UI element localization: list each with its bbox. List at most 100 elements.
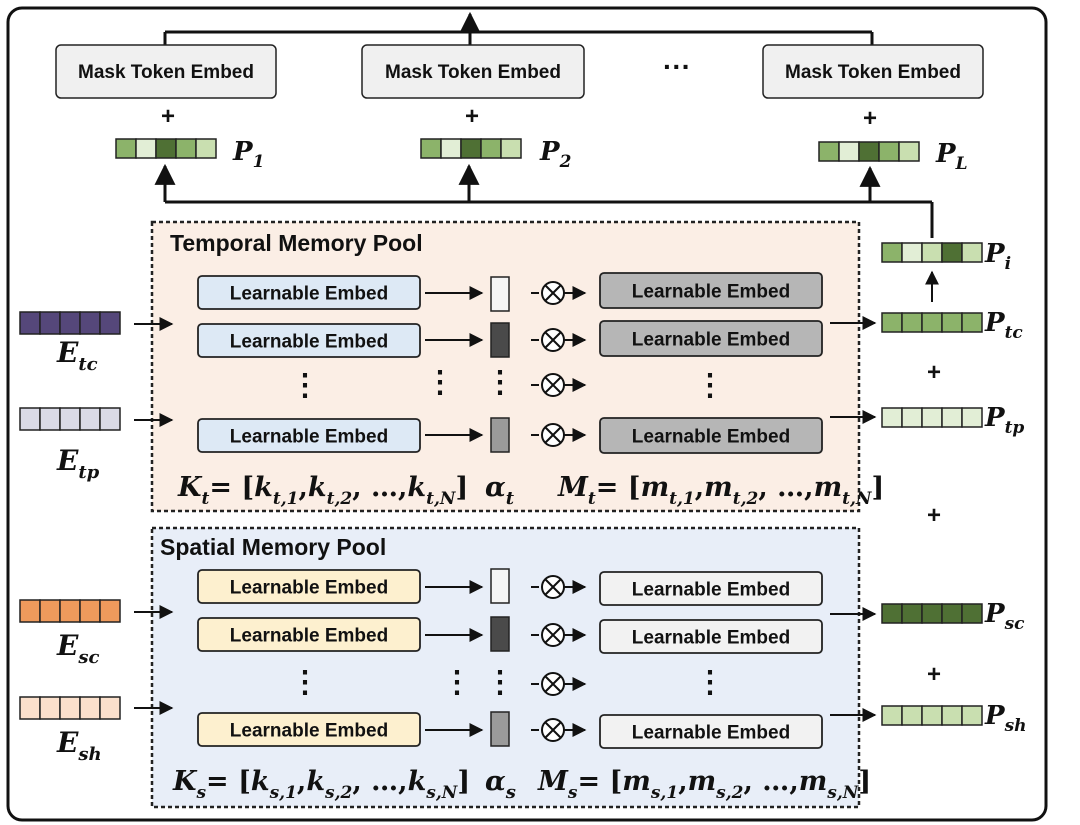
learnable-box-frame xyxy=(599,272,823,309)
vector-cell xyxy=(881,705,903,726)
eq-comma: , xyxy=(695,472,704,503)
learnable-box-frame xyxy=(197,569,421,604)
eq-close: ] xyxy=(871,472,884,503)
symbol-subscript: i xyxy=(1005,254,1011,274)
otimes-cross-b xyxy=(544,721,562,739)
vector-cell xyxy=(460,138,482,159)
eq-term: m xyxy=(814,472,843,503)
label-psh: Psh xyxy=(984,701,1027,736)
vector-cell xyxy=(878,141,900,162)
vector-cell xyxy=(901,407,923,428)
input-vector-etp xyxy=(19,407,121,431)
plus-sc-sh: + xyxy=(927,661,941,688)
vector-cell xyxy=(901,312,923,333)
eq-open: = [ xyxy=(206,766,251,797)
temporal-memory-1: Learnable Embed xyxy=(599,272,823,309)
equation-spatial-memory: Ms= [ms,1,ms,2, …,ms,N] xyxy=(537,766,871,803)
eq-term: m xyxy=(799,766,828,797)
temporal-alpha-2 xyxy=(490,322,510,358)
symbol-base: P xyxy=(984,599,1006,629)
eq-lhs-sub: s xyxy=(195,783,206,803)
input-vector-etc xyxy=(19,311,121,335)
symbol-subscript: s xyxy=(505,782,516,803)
vector-cell xyxy=(39,407,61,431)
eq-dots: … xyxy=(362,766,398,797)
eq-close: ] xyxy=(455,472,468,503)
eq-comma: , xyxy=(758,472,767,503)
spatial-key-N: Learnable Embed xyxy=(197,712,421,747)
symbol-subscript: tc xyxy=(78,354,97,375)
symbol-subscript: sc xyxy=(1004,614,1026,634)
vector-cell xyxy=(500,138,522,159)
temporal-memory-2: Learnable Embed xyxy=(599,320,823,357)
prompt-distribution-arrows xyxy=(154,163,934,238)
temporal-vdots-mid: ⋮ xyxy=(425,366,455,399)
vector-cell xyxy=(480,138,502,159)
vector-cell xyxy=(881,312,903,333)
eq-term: k xyxy=(408,766,427,797)
eq-term: m xyxy=(688,766,717,797)
vector-cell xyxy=(941,705,963,726)
eq-comma: , xyxy=(804,472,813,503)
vector-cell xyxy=(19,696,41,720)
temporal-alpha-1 xyxy=(490,276,510,312)
otimes-cross-b xyxy=(544,626,562,644)
vector-cell xyxy=(838,141,860,162)
learnable-box-frame xyxy=(197,323,421,358)
plus-sign-2: + xyxy=(465,103,479,130)
vector-cell xyxy=(155,138,177,159)
vector-cell xyxy=(79,311,101,335)
label-alpha-s: αs xyxy=(485,766,516,803)
eq-comma: , xyxy=(744,766,753,797)
eq-term-sub: s,N xyxy=(425,783,458,803)
plus-temporal-spatial: + xyxy=(927,502,941,529)
symbol-base: P xyxy=(984,403,1006,433)
eq-term: k xyxy=(251,766,270,797)
eq-open: = [ xyxy=(577,766,622,797)
learnable-label: Learnable Embed xyxy=(632,628,790,649)
spatial-memory-2: Learnable Embed xyxy=(599,619,823,654)
eq-comma: , xyxy=(352,766,361,797)
spatial-memory-N: Learnable Embed xyxy=(599,714,823,749)
eq-term: m xyxy=(641,472,670,503)
learnable-label: Learnable Embed xyxy=(632,427,790,448)
eq-close: ] xyxy=(457,766,470,797)
vector-cell xyxy=(195,138,217,159)
eq-open: = [ xyxy=(209,472,254,503)
prompt-vector-p2 xyxy=(420,138,522,159)
otimes-cross-b xyxy=(544,675,562,693)
label-ptc: Ptc xyxy=(984,308,1023,343)
mask-token-box-1: Mask Token Embed xyxy=(55,44,277,99)
small-arrows xyxy=(134,270,939,722)
vector-cell xyxy=(961,242,983,263)
eq-lhs: M xyxy=(557,472,589,503)
vector-cell xyxy=(39,311,61,335)
spatial-pool-title: Spatial Memory Pool xyxy=(160,534,386,560)
learnable-label: Learnable Embed xyxy=(230,284,388,305)
prompt-vector-pL xyxy=(818,141,920,162)
eq-term-sub: t,N xyxy=(426,489,457,509)
learnable-box-frame xyxy=(197,275,421,310)
learnable-box-frame xyxy=(599,619,823,654)
vector-cell xyxy=(881,603,903,624)
vector-cell xyxy=(420,138,442,159)
vector-cell xyxy=(79,407,101,431)
eq-lhs-sub: t xyxy=(201,489,209,509)
mask-token-label: Mask Token Embed xyxy=(785,62,961,83)
eq-term-sub: s,N xyxy=(826,783,859,803)
vector-cell xyxy=(19,599,41,623)
eq-term: m xyxy=(622,766,651,797)
vector-cell xyxy=(898,141,920,162)
mask-token-box-2: Mask Token Embed xyxy=(361,44,585,99)
temporal-key-N: Learnable Embed xyxy=(197,418,421,453)
vector-cell xyxy=(99,599,121,623)
symbol-base: E xyxy=(56,336,79,369)
otimes-cross-b xyxy=(544,284,562,302)
eq-term-sub: t,N xyxy=(842,489,873,509)
vector-cell xyxy=(961,312,983,333)
prompt-vector-ptp xyxy=(881,407,983,428)
learnable-box-frame xyxy=(197,418,421,453)
symbol-base: P xyxy=(935,139,957,169)
spatial-otimes-2 xyxy=(531,623,587,647)
vector-cell xyxy=(881,407,903,428)
